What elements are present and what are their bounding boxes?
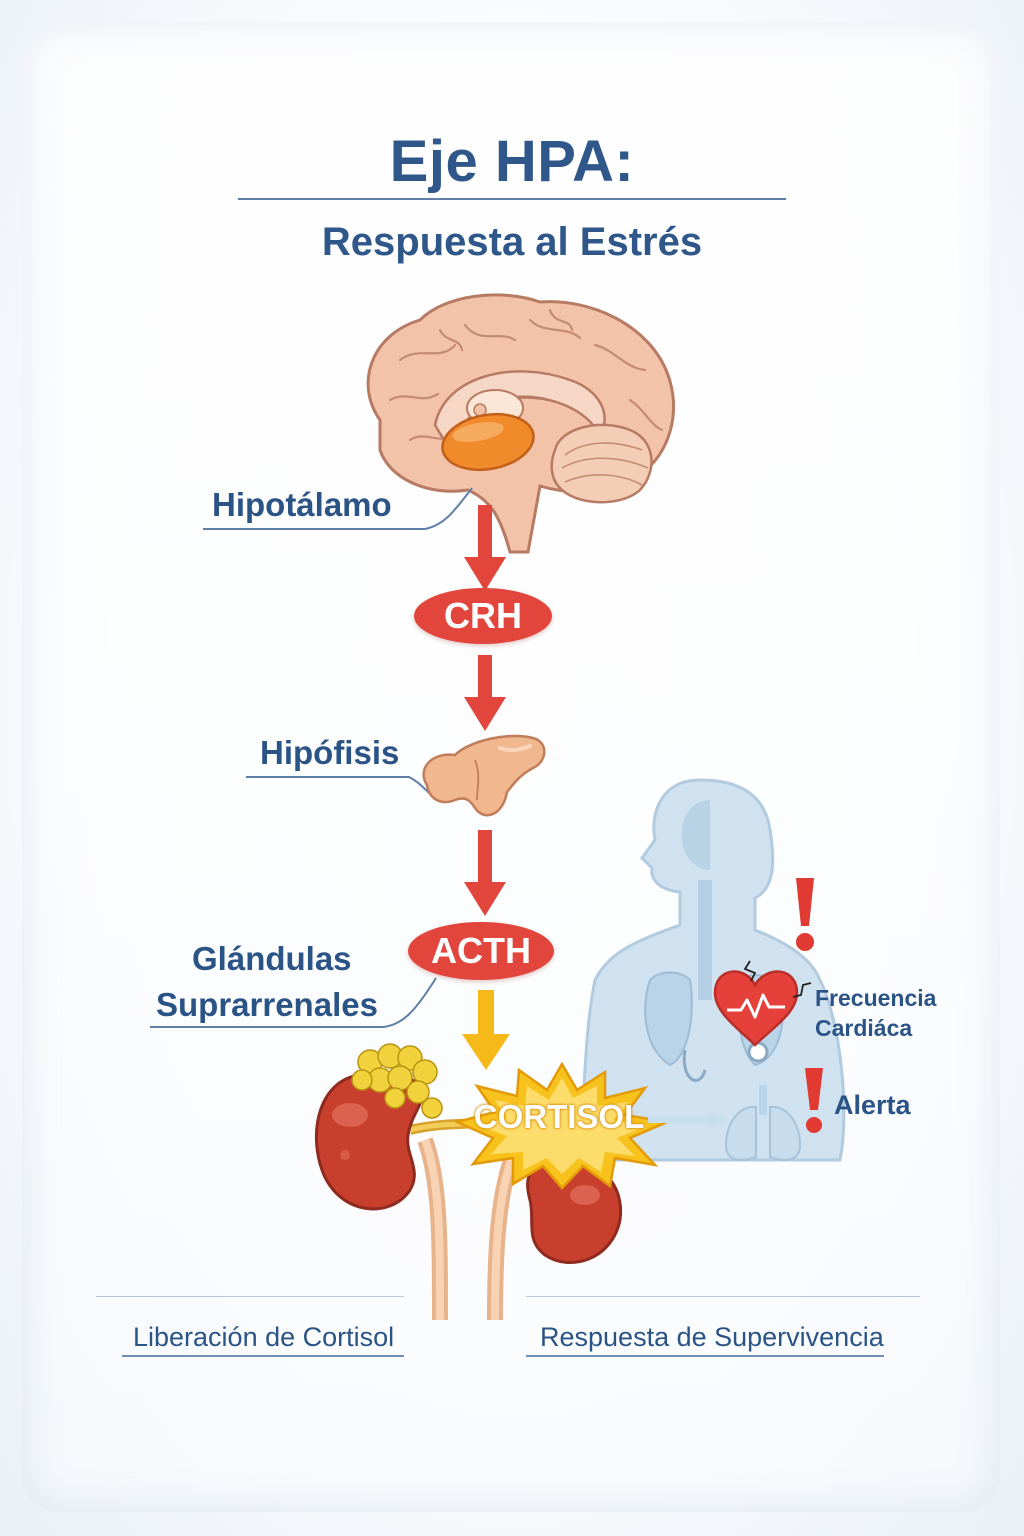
kidneys-adrenal-illustration xyxy=(314,1043,623,1321)
hypothalamus-leader-line xyxy=(203,487,473,530)
adrenal-leader-line xyxy=(150,977,437,1028)
footer-right-top-rule xyxy=(526,1296,920,1297)
arrow-acth-to-cortisol xyxy=(462,990,510,1070)
cortisol-hormone-label: CORTISOL xyxy=(473,1098,645,1135)
footer-left-caption: Liberación de Cortisol xyxy=(133,1322,395,1352)
page-title: Eje HPA: xyxy=(389,129,635,194)
alert-exclamation-icon-top xyxy=(796,878,814,951)
adrenal-glands-label-line2: Suprarrenales xyxy=(156,986,378,1023)
hypothalamus-label: Hipotálamo xyxy=(212,486,392,523)
cortisol-to-body-arrow xyxy=(648,1110,726,1130)
arrow-hypothalamus-to-crh xyxy=(464,505,506,591)
adrenal-glands-label-line1: Glándulas xyxy=(192,940,352,977)
pituitary-label: Hipófisis xyxy=(260,734,400,771)
alert-exclamation-icon-bottom xyxy=(805,1068,823,1133)
acth-hormone-badge: ACTH xyxy=(408,922,554,980)
heart-rate-label-line1: Frecuencia xyxy=(815,985,937,1011)
page-subtitle: Respuesta al Estrés xyxy=(321,220,703,264)
heart-icon xyxy=(713,960,812,1047)
footer-right-underline xyxy=(526,1355,884,1357)
pituitary-gland-illustration xyxy=(422,734,546,817)
arrow-crh-to-pituitary xyxy=(464,655,506,731)
lungs-icon xyxy=(724,1085,802,1161)
cortisol-burst xyxy=(453,1061,672,1190)
crh-hormone-badge: CRH xyxy=(414,588,552,644)
pituitary-leader-line xyxy=(246,776,437,801)
brain-illustration xyxy=(366,293,675,554)
footer-left-underline xyxy=(122,1355,404,1357)
footer-left-top-rule xyxy=(96,1296,404,1297)
heart-rate-label-line2: Cardiáca xyxy=(815,1015,913,1041)
title-divider xyxy=(238,198,786,200)
footer-right-caption: Respuesta de Supervivencia xyxy=(540,1322,884,1352)
alert-label: Alerta xyxy=(834,1090,911,1120)
arrow-pituitary-to-acth xyxy=(464,830,506,916)
